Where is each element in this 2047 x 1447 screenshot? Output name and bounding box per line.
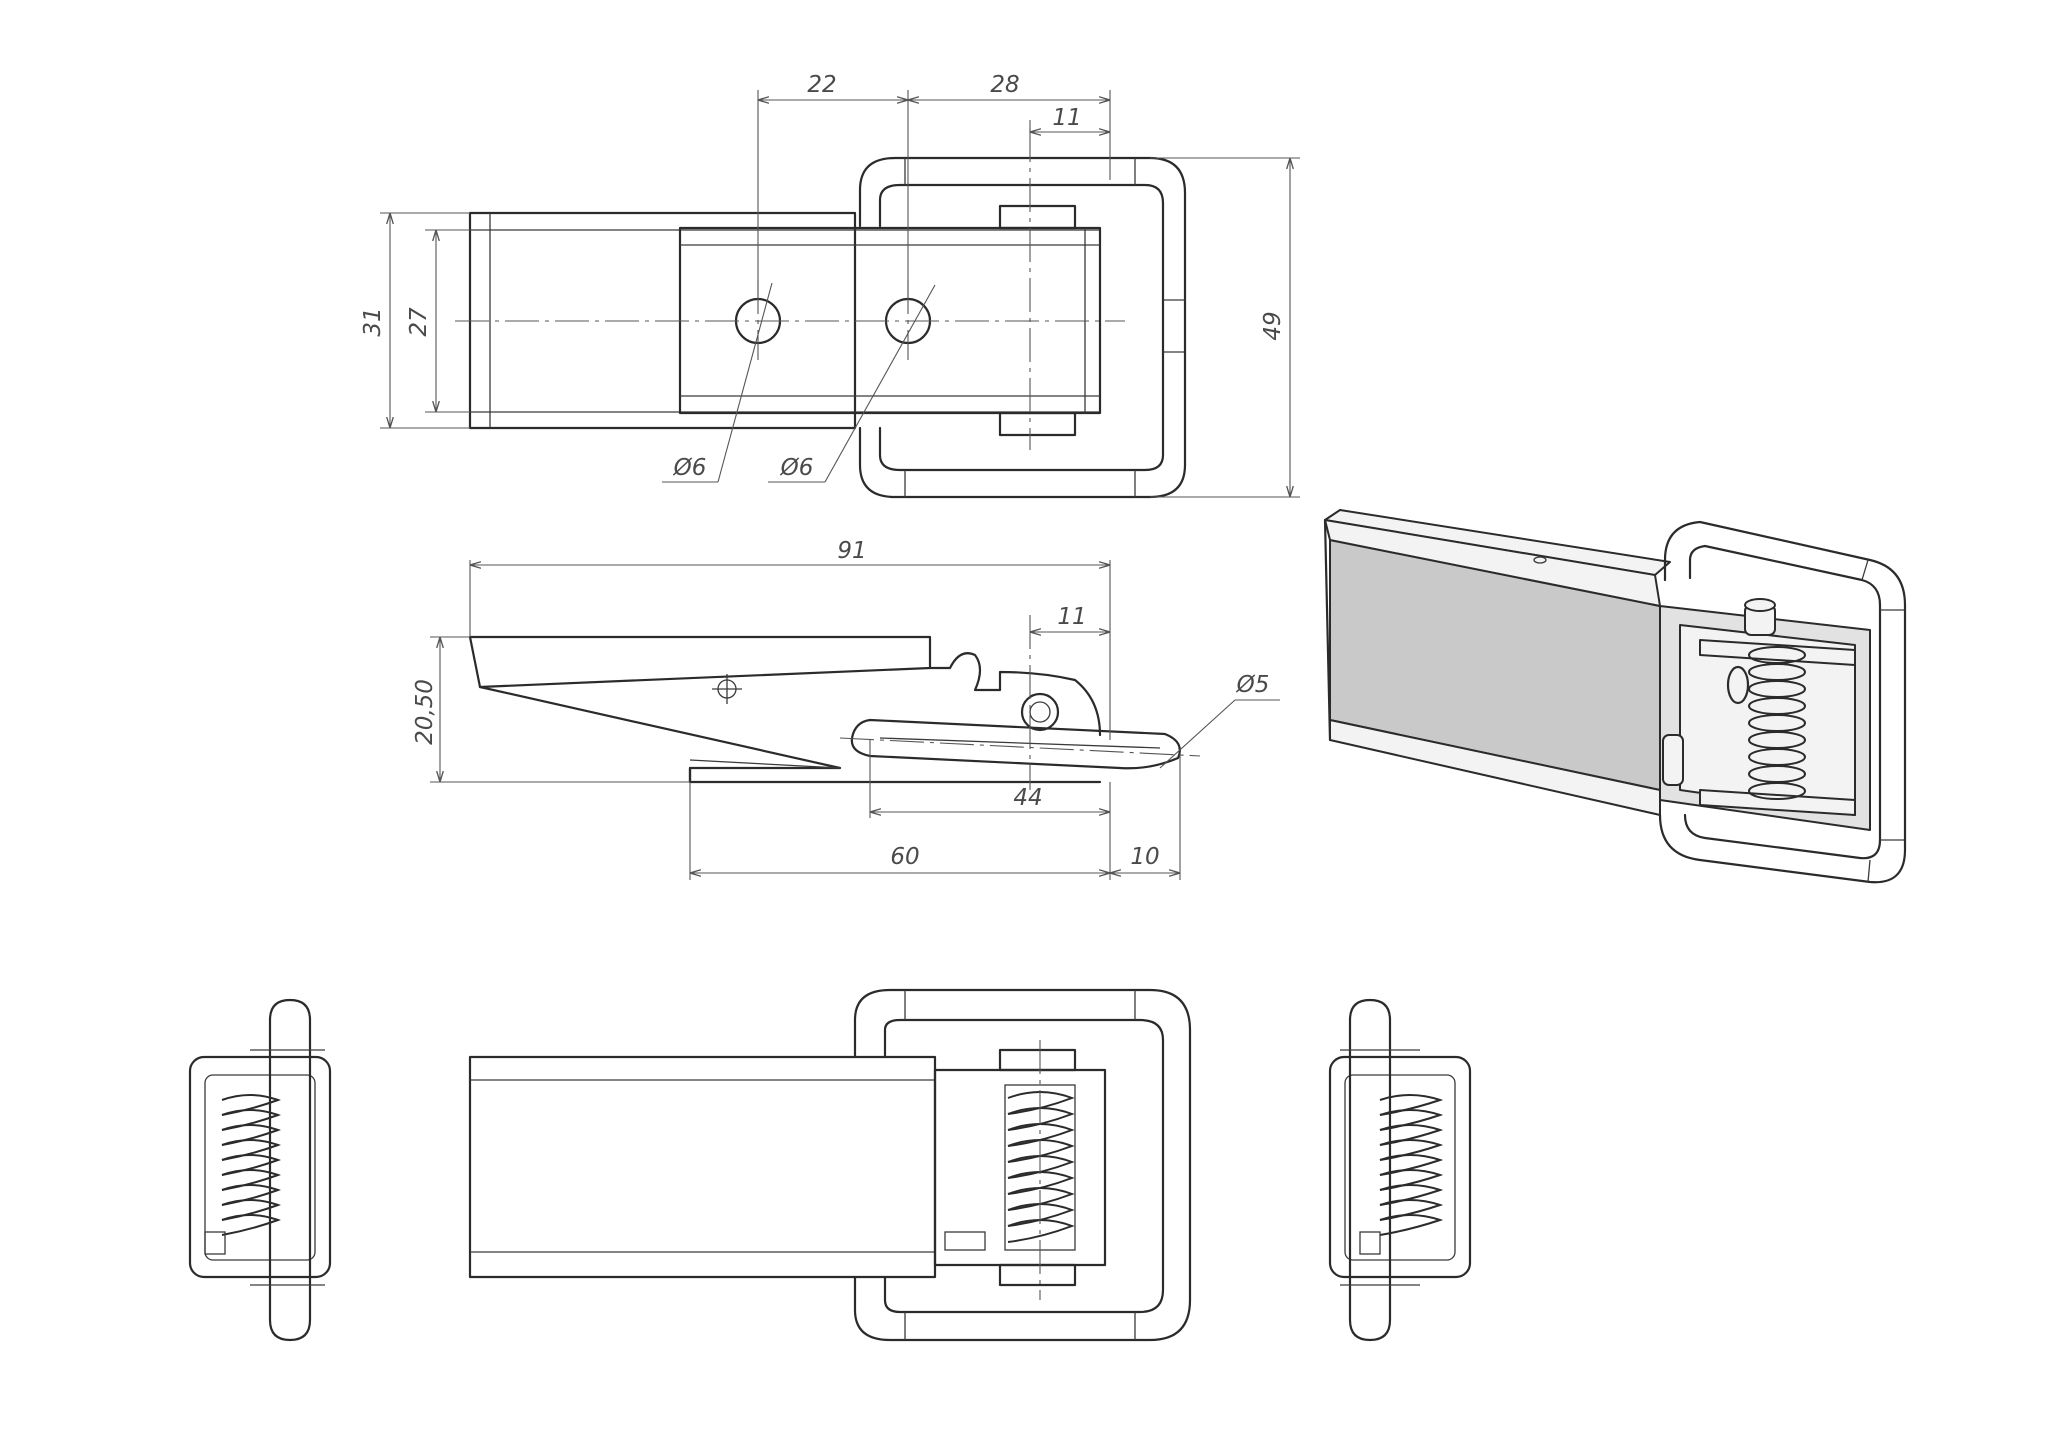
hole-2-diameter-label: Ø6 [780, 455, 814, 481]
hinge-pin [1020, 692, 1060, 732]
left-end-wire [268, 998, 312, 1342]
dim-44-label: 44 [1013, 785, 1042, 811]
left-end-housing [188, 1055, 332, 1279]
dim-91-label: 91 [837, 538, 866, 564]
dim-49-label: 49 [1260, 311, 1286, 340]
right-end-wire [1348, 998, 1392, 1342]
bottom-view-wire-loop-outer [853, 988, 1192, 1342]
top-view-wire-loop-inner [878, 183, 1165, 472]
bottom-view-body [468, 1055, 937, 1279]
right-end-housing [1328, 1055, 1472, 1279]
left-end-spring [221, 1094, 281, 1236]
right-end-spring [1379, 1094, 1444, 1236]
side-view-base-plate [468, 635, 932, 689]
iso-spring [1744, 598, 1806, 800]
top-view: 22 28 11 31 27 49 Ø6 Ø6 [360, 72, 1300, 499]
dim-28-label: 28 [990, 72, 1019, 98]
dim-20-50-label: 20,50 [412, 679, 438, 745]
bottom-view [468, 988, 1192, 1342]
side-view: 91 11 20,50 Ø5 44 60 10 [412, 538, 1280, 880]
dim-27-label: 27 [406, 307, 432, 337]
dim-10-label: 10 [1130, 844, 1159, 870]
left-end-view [188, 998, 332, 1342]
pin-diameter-label: Ø5 [1236, 672, 1270, 698]
dim-60-label: 60 [890, 844, 919, 870]
right-end-view [1328, 998, 1472, 1342]
iso-wire-loop-outer [1658, 520, 1907, 884]
dim-11-side-label: 11 [1057, 604, 1086, 630]
hole-1-diameter-label: Ø6 [673, 455, 707, 481]
top-view-wire-loop-outer [858, 156, 1187, 499]
dim-22-label: 22 [807, 72, 836, 98]
isometric-view [1323, 509, 1907, 884]
dim-31-label: 31 [360, 307, 386, 336]
side-view-latch-lever [850, 718, 1181, 770]
iso-wire-loop-inner [1683, 544, 1882, 860]
dim-11-label: 11 [1052, 105, 1081, 131]
